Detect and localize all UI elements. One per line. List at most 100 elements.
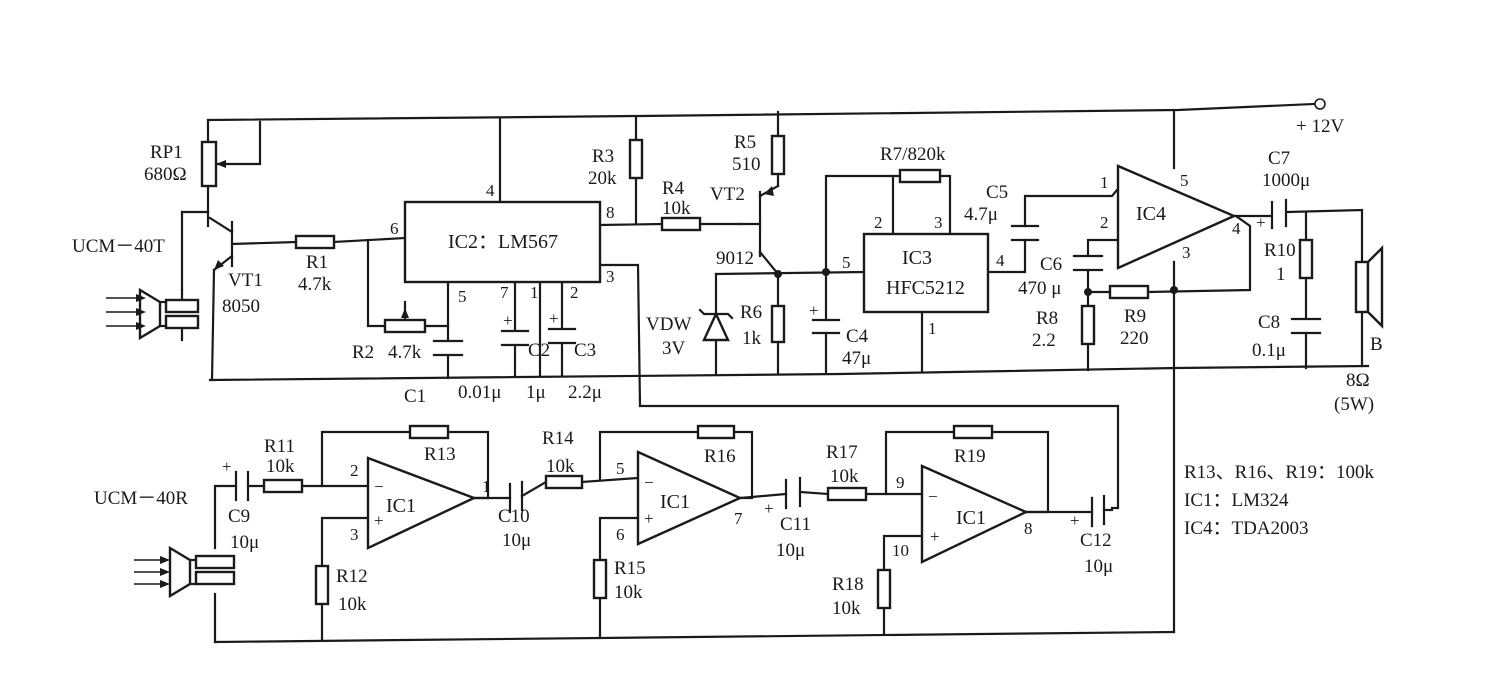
r12-value: 10k [338,594,367,615]
r1-resistor [294,234,336,250]
ic1a-minus: − [374,477,384,496]
ic2-pin-2: 2 [570,283,579,302]
r3-value: 20k [588,168,617,189]
ic2-pin-3: 3 [606,267,615,286]
ic3-hfc5212-box [862,232,990,314]
c2-capacitor [500,329,530,347]
c8-name: C8 [1258,312,1280,333]
c9-plus: + [222,457,232,476]
c12-name: C12 [1080,530,1112,551]
ic1a-name: IC1 [386,495,416,517]
rx-transducer-label: UCM－40R [94,488,188,509]
ic4-pin-1: 1 [1100,173,1109,192]
rp1-value: 680Ω [144,164,187,185]
vt1-name: VT1 [228,270,263,291]
r10-resistor [1298,238,1314,280]
ic3-type: HFC5212 [886,277,965,299]
c10-value: 10μ [502,530,531,551]
c2-plus: + [503,311,513,330]
c5-capacitor [1010,224,1040,242]
c3-plus: + [549,309,559,328]
r18-name: R18 [832,574,864,595]
r11-name: R11 [264,436,295,457]
ic1c-pin-10: 10 [892,541,909,560]
ic4-pin-5: 5 [1180,171,1189,190]
r2-wiper-arrow-icon [401,308,409,318]
r4-name: R4 [662,178,685,199]
speaker-icon [1354,245,1384,329]
ic3-pin-3: 3 [934,213,943,232]
r6-value: 1k [742,328,762,349]
vdw-name: VDW [646,314,691,335]
c9-name: C9 [228,506,250,527]
r3-resistor [628,138,644,180]
c11-name: C11 [780,514,811,535]
note-ic4: IC4：TDA2003 [1184,518,1309,539]
r14-name: R14 [542,428,574,449]
ic3-pin-2: 2 [874,213,883,232]
ic1b-pin-6: 6 [616,525,625,544]
c2-name: C2 [528,340,550,361]
c6-name: C6 [1040,254,1062,275]
r7-label: R7/820k [880,144,946,165]
ic1c-minus: − [928,487,938,506]
ic1-stage2-opamp [636,450,743,546]
ic1b-plus: + [644,509,654,528]
c10-name: C10 [498,506,530,527]
r16-name: R16 [704,446,736,467]
supply-terminal [1314,98,1326,110]
r9-value: 220 [1120,328,1149,349]
ic3-pin-1: 1 [928,319,937,338]
r6-name: R6 [740,302,762,323]
ic1c-plus: + [930,527,940,546]
r15-resistor [592,558,608,600]
c1-value: 0.01μ [458,382,501,403]
ic1a-pin-2: 2 [350,461,359,480]
r18-resistor [876,568,892,610]
r8-value: 2.2 [1032,330,1056,351]
c10-capacitor [508,480,524,514]
note-resistors: R13、R16、R19：100k [1184,462,1375,483]
speaker-power: (5W) [1334,394,1374,415]
ic1c-name: IC1 [956,507,986,529]
ic1b-name: IC1 [660,491,690,513]
supply-label: + 12V [1296,116,1344,137]
r5-name: R5 [734,132,756,153]
c6-value: 470 μ [1018,278,1061,299]
speaker-name: B [1370,334,1383,355]
ic2-pin-5: 5 [458,287,467,306]
ic2-label: IC2：LM567 [448,231,558,253]
c11-capacitor [784,476,802,510]
ic3-pin-5: 5 [842,253,851,272]
r13-name: R13 [424,444,456,465]
c4-capacitor [811,318,841,335]
r1-value: 4.7k [298,274,332,295]
r11-value: 10k [266,456,295,477]
ic4-pin-3: 3 [1182,243,1191,262]
r16-resistor [696,424,736,440]
c3-capacitor [547,327,577,345]
c8-capacitor [1290,317,1322,335]
r8-name: R8 [1036,308,1058,329]
c12-value: 10μ [1084,556,1113,577]
r4-resistor [660,216,702,232]
r18-value: 10k [832,598,861,619]
c3-value: 2.2μ [568,382,602,403]
junction-dots [774,268,1178,296]
vt2-name: VT2 [710,184,745,205]
vt2-type: 9012 [716,248,754,269]
c12-capacitor [1090,494,1114,528]
r5-resistor [770,134,786,176]
ic1-stage1-opamp [366,456,478,550]
ic4-amplifier [1116,164,1237,270]
rp1-potentiometer [200,140,218,188]
r8-resistor [1080,304,1096,346]
c1-name: C1 [404,386,426,407]
ic2-pin-8: 8 [606,203,615,222]
r15-value: 10k [614,582,643,603]
ic2-lm567-box [403,200,602,284]
r12-name: R12 [336,566,368,587]
r5-value: 510 [732,154,761,175]
ic2-pin-4: 4 [486,181,495,200]
ic1c-pin-9: 9 [896,473,905,492]
